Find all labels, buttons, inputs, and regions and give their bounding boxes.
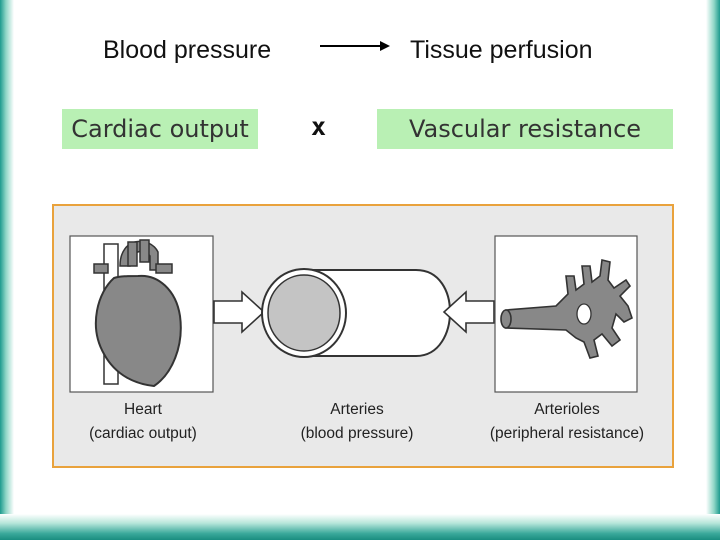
arteries-caption-subtitle: (blood pressure) [300,425,414,442]
cardiac-output-term: Cardiac output [62,109,258,149]
heart-caption: Heart (cardiac output) [74,398,212,446]
circulation-figure: Heart (cardiac output) Arteries (blood p… [52,204,674,468]
arteries-caption-title: Arteries [330,401,384,418]
heart-caption-title: Heart [124,401,162,418]
multiply-operator: x [311,112,327,141]
tissue-perfusion-label: Tissue perfusion [410,36,593,64]
vascular-resistance-term: Vascular resistance [377,109,673,149]
left-pointing-arrow-icon [442,290,495,334]
arterioles-caption: Arterioles (peripheral resistance) [474,398,660,446]
artery-illustration [261,268,452,358]
arterioles-illustration [494,235,638,393]
heart-illustration [69,235,214,393]
arrow-line [320,45,382,47]
left-arrow-icon [213,290,266,334]
arteries-caption: Arteries (blood pressure) [282,398,432,446]
arterioles-caption-subtitle: (peripheral resistance) [489,425,645,442]
right-arrow-icon [380,41,390,51]
blood-pressure-label: Blood pressure [103,36,272,64]
heart-caption-subtitle: (cardiac output) [89,425,197,442]
slide-bottom-band [0,514,720,540]
arterioles-caption-title: Arterioles [534,401,600,418]
